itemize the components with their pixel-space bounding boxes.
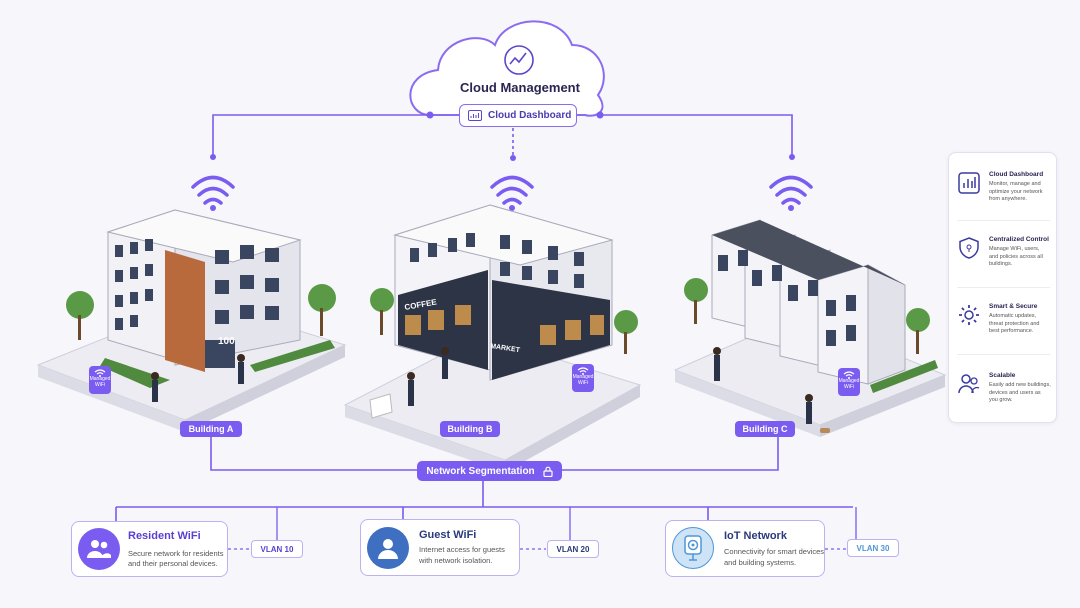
managed-wifi-badge-a: Managed WiFi	[89, 366, 111, 394]
wifi-icon-b	[490, 175, 534, 205]
wifi-icon	[94, 369, 106, 377]
building-c-illustration	[673, 219, 947, 437]
card-desc-1: Internet access for guests	[419, 545, 505, 554]
lock-icon	[543, 466, 553, 477]
feature-title: Smart & Secure	[989, 303, 1038, 310]
dashboard-icon	[468, 110, 482, 121]
card-title: Resident WiFi	[128, 530, 201, 542]
user-plus-icon	[958, 374, 980, 394]
managed-wifi-text: Managed WiFi	[572, 374, 594, 386]
feature-title: Centralized Control	[989, 236, 1049, 243]
building-number: 100	[218, 336, 235, 347]
user-icon	[367, 527, 409, 569]
iot-network-card[interactable]: IoT Network Connectivity for smart devic…	[665, 520, 825, 577]
gear-icon	[959, 305, 979, 325]
segmentation-connectors	[115, 437, 853, 521]
cloud-connectors	[212, 114, 793, 158]
building-c-label[interactable]: Building C	[735, 421, 795, 437]
card-desc-2: and their personal devices.	[128, 559, 218, 568]
feature-desc: Manage WiFi, users,and policies across a…	[989, 246, 1043, 267]
wifi-icon	[577, 367, 589, 375]
cloud-shape	[409, 20, 605, 117]
wifi-icon-a	[191, 175, 235, 205]
managed-wifi-text: Managed WiFi	[89, 376, 111, 388]
cloud-dashboard-text: Cloud Dashboard	[488, 110, 572, 121]
market-sign: MARKET	[490, 343, 521, 354]
wifi-icon-c	[769, 175, 813, 205]
shield-icon	[959, 237, 979, 259]
building-b-label[interactable]: Building B	[440, 421, 500, 437]
card-desc-2: and building systems.	[724, 558, 797, 567]
managed-wifi-badge-b: Managed WiFi	[572, 364, 594, 392]
users-icon	[78, 528, 120, 570]
card-desc-1: Secure network for residents	[128, 549, 224, 558]
card-title: IoT Network	[724, 530, 787, 542]
vlan-20-tag: VLAN 20	[547, 540, 599, 558]
feature-title: Scalable	[989, 372, 1016, 379]
vlan-30-tag: VLAN 30	[847, 539, 899, 557]
segmentation-text: Network Segmentation	[426, 465, 535, 477]
managed-wifi-badge-c: Managed WiFi	[838, 368, 860, 396]
feature-title: Cloud Dashboard	[989, 171, 1044, 178]
feature-desc: Easily add new buildings,devices and use…	[989, 382, 1051, 403]
vlan-10-tag: VLAN 10	[251, 540, 303, 558]
chart-icon	[958, 172, 980, 194]
managed-wifi-text: Managed WiFi	[838, 378, 860, 390]
camera-icon	[672, 527, 714, 569]
card-desc-1: Connectivity for smart devices	[724, 547, 825, 556]
card-desc-2: with network isolation.	[419, 556, 493, 565]
cloud-dashboard-label[interactable]: Cloud Dashboard	[459, 104, 577, 127]
building-a-illustration	[36, 209, 347, 432]
building-a-label[interactable]: Building A	[180, 421, 242, 437]
card-title: Guest WiFi	[419, 529, 477, 541]
building-b-illustration: COFFEE MARKET	[343, 204, 642, 472]
cloud-management-title: Cloud Management	[460, 80, 580, 95]
guest-wifi-card[interactable]: Guest WiFi Internet access for guests wi…	[360, 519, 520, 576]
wifi-icon	[843, 371, 855, 379]
resident-wifi-card[interactable]: Resident WiFi Secure network for residen…	[71, 521, 228, 577]
vlan-connectors	[228, 507, 857, 550]
network-segmentation-label[interactable]: Network Segmentation	[417, 461, 562, 481]
